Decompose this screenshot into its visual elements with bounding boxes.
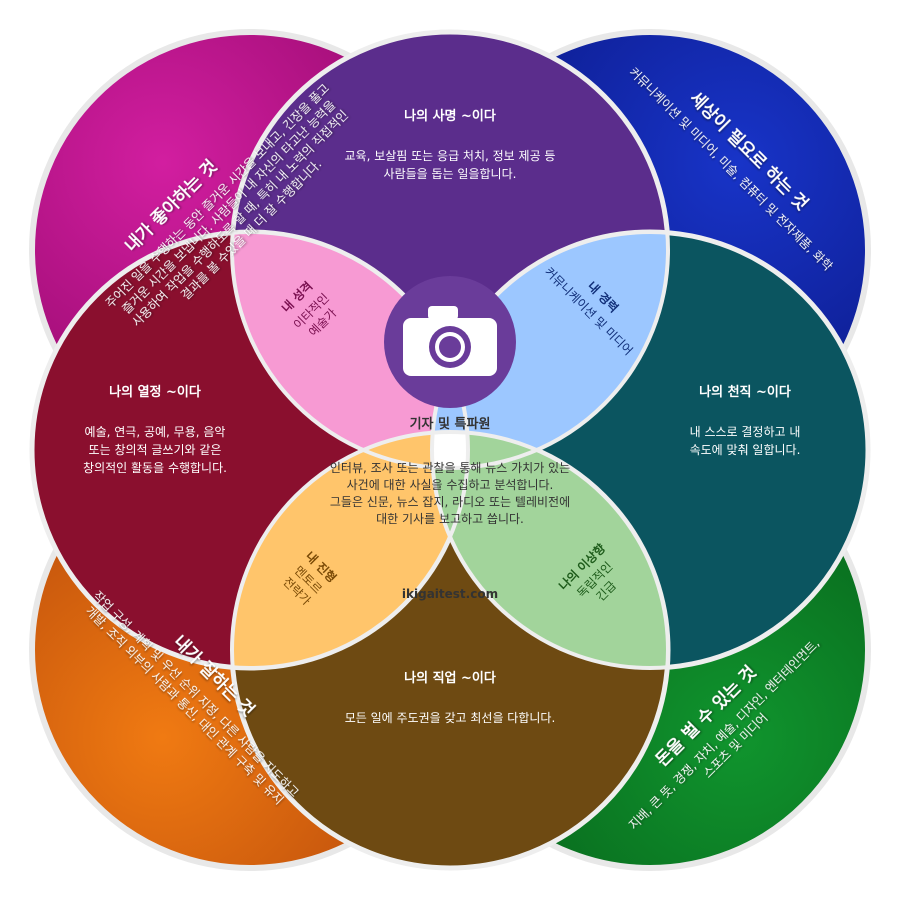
camera-icon <box>384 276 516 408</box>
center-line-0: 인터뷰, 조사 또는 관찰을 통해 뉴스 가치가 있는 <box>330 461 570 475</box>
center-line-1: 사건에 대한 사실을 수집하고 분석합니다. <box>347 478 554 492</box>
passion-line-2: 창의적인 활동을 수행합니다. <box>83 460 227 475</box>
profession-line-0: 모든 일에 주도권을 갖고 최선을 다합니다. <box>345 711 556 725</box>
mission-line-1: 사람들을 돕는 일을합니다. <box>384 167 517 181</box>
passion-line-0: 예술, 연극, 공예, 무용, 음악 <box>85 425 226 439</box>
passion-title: 나의 열정 ~이다 <box>109 384 201 400</box>
mission-title: 나의 사명 ~이다 <box>404 108 496 124</box>
passion-line-1: 또는 창의적 글쓰기와 같은 <box>89 443 222 457</box>
profession-title: 나의 직업 ~이다 <box>404 670 496 686</box>
vocation-line-0: 내 스스로 결정하고 내 <box>690 425 801 439</box>
site-url[interactable]: ikigaitest.com <box>402 587 498 601</box>
vocation-title: 나의 천직 ~이다 <box>699 384 791 400</box>
center-line-2: 그들은 신문, 뉴스 잡지, 라디오 또는 텔레비전에 <box>330 495 570 509</box>
center-line-3: 대한 기사를 보고하고 씁니다. <box>376 512 524 526</box>
vocation-line-1: 속도에 맞춰 일합니다. <box>690 443 801 457</box>
center-title: 기자 및 특파원 <box>410 417 491 432</box>
mission-line-0: 교육, 보살핌 또는 응급 처치, 정보 제공 등 <box>345 149 556 163</box>
